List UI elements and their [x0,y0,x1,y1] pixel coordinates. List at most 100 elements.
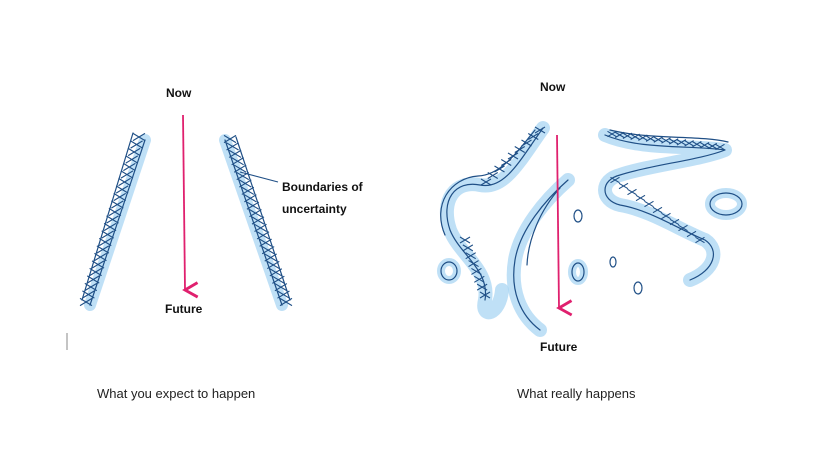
hatch-stroke [668,138,679,145]
annotation-pointer [239,171,279,183]
hatch-stroke [233,164,247,173]
hatch-stroke [118,177,131,187]
left-future-label: Future [165,302,203,316]
hatch-stroke [476,283,488,291]
hatch-stroke [534,126,546,134]
hatch-stroke [279,297,293,307]
hatch-stroke [106,215,119,224]
hatch-stroke [686,230,697,238]
hatch-stroke [266,260,280,270]
right-uncertainty-shapes [437,121,747,337]
hatch-stroke [699,141,710,149]
hatch-stroke [644,200,654,208]
hatch-stroke [108,207,122,217]
hatch-stroke [98,237,112,247]
hatch-stroke [246,201,260,210]
hatch-stroke [125,155,139,164]
hatch-stroke [256,231,270,240]
hatch-stroke [630,133,640,140]
hatch-stroke [226,142,239,151]
hatch-stroke [627,188,637,196]
hatch-stroke [79,297,93,307]
hatch-stroke [487,172,499,179]
hatch-stroke [223,134,237,144]
hatch-stroke [695,236,705,244]
hatch-stroke [676,139,687,146]
left-boundary-left [79,132,151,311]
hatch-stroke [521,139,532,147]
hatch-stroke [94,252,107,262]
hatch-stroke [468,260,479,268]
hatch-stroke [228,149,242,158]
left-time-arrow [182,114,199,299]
hatch-stroke [241,186,255,195]
hatch-stroke [661,137,671,144]
hatch-stroke [618,182,629,190]
hatch-stroke [101,230,114,239]
hatch-stroke [244,194,257,203]
right-future-label: Future [540,340,578,354]
hatch-stroke [96,245,110,254]
hatch-stroke [274,283,288,292]
hatch-stroke [82,290,95,299]
hatch-stroke [692,141,702,148]
hatch-stroke [645,135,656,142]
hatch-stroke [459,236,471,244]
hatch-stroke [527,133,539,140]
hatch-stroke [678,224,688,232]
hatch-stroke [622,132,633,140]
left-now-label: Now [166,86,192,100]
hatch-stroke [514,146,526,153]
hatch-stroke [707,142,718,150]
hatch-stroke [277,290,290,299]
hatch-stroke [249,209,262,218]
hatch-stroke [89,267,102,277]
hatch-stroke [465,252,476,260]
hatch-stroke [113,192,127,202]
hatch-stroke [652,206,663,214]
hatch-stroke [614,131,625,139]
hatch-stroke [269,268,283,277]
hatch-stroke [669,218,680,226]
hatch-stroke [635,194,646,202]
hatch-stroke [272,275,285,284]
hatch-stroke [111,200,124,209]
boundaries-annotation: Boundaries of uncertainty [282,176,363,220]
hatch-stroke [127,147,141,157]
right-time-arrow [556,134,573,317]
hatch-stroke [507,152,519,160]
hatch-stroke [261,246,275,255]
hatch-stroke [638,134,648,141]
left-boundary-right [219,134,293,311]
hatch-stroke [115,185,129,194]
hatch-stroke [123,162,136,172]
hatch-stroke [715,143,725,151]
hatch-stroke [130,140,143,149]
hatch-stroke [91,260,105,269]
hatch-stroke [231,157,244,166]
hatch-stroke [610,176,620,184]
hatch-stroke [661,212,671,220]
hatch-stroke [132,132,146,142]
hatch-stroke [238,179,252,188]
hatch-stroke [259,238,272,247]
annotation-line-1: Boundaries of [282,180,363,194]
hatch-stroke [471,267,482,275]
hatch-stroke [494,165,505,173]
right-now-label: Now [540,80,566,94]
hatch-stroke [254,223,267,232]
hatch-stroke [653,136,664,143]
hatch-stroke [607,130,617,138]
hatch-stroke [479,291,491,299]
hatch-stroke [462,244,474,252]
right-caption: What really happens [517,386,636,401]
left-caption: What you expect to happen [97,386,256,401]
annotation-line-2: uncertainty [282,202,347,216]
hatch-stroke [474,275,485,283]
hatch-stroke [120,170,134,179]
hatch-stroke [480,178,492,186]
hatch-stroke [86,275,100,284]
hatch-stroke [500,159,512,166]
